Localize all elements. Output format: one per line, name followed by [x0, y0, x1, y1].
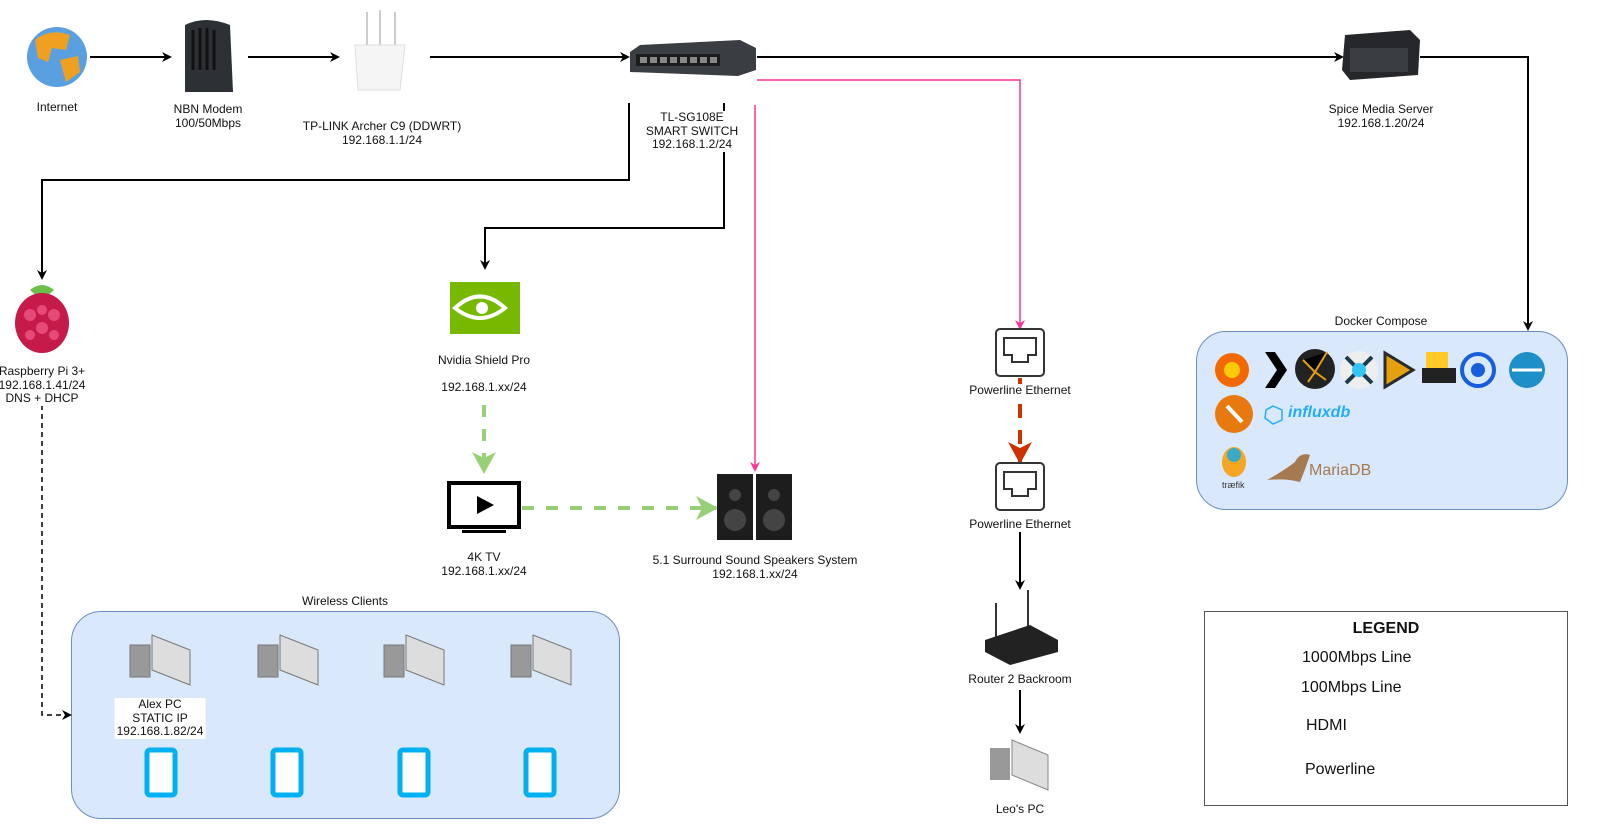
traefik-label: træfik [1222, 480, 1245, 490]
speakers-name: 5.1 Surround Sound Speakers System [652, 553, 858, 567]
router-label: TP-LINK Archer C9 (DDWRT)192.168.1.1/24 [302, 119, 462, 147]
legend-label: Powerline [1305, 761, 1376, 778]
tablet-icon [144, 747, 557, 798]
router2-label: Router 2 Backroom [968, 672, 1072, 687]
legend-title: LEGEND [1352, 620, 1420, 637]
raspberry-pi-icon [15, 285, 69, 353]
tv-name: 4K TV [467, 550, 501, 564]
legend-item-hdmi: HDMI [1306, 717, 1347, 735]
server-ip: 192.168.1.20/24 [1337, 115, 1425, 130]
server-icon [1342, 30, 1420, 80]
raspberry-role: DNS + DHCP [5, 391, 79, 405]
docker-compose-group [1196, 331, 1568, 510]
switch-icon [630, 40, 756, 76]
tautulli-icon [1383, 350, 1416, 390]
modem-icon [185, 20, 233, 92]
ombi-icon [1215, 395, 1253, 433]
alex-pc-ipmode: STATIC IP [132, 710, 188, 725]
nvidia-icon [450, 282, 520, 334]
raspberry-ip: 192.168.1.41/24 [0, 377, 86, 392]
plex-icon [1265, 352, 1287, 388]
docker-compose-title: Docker Compose [1334, 314, 1428, 328]
modem-name: NBN Modem [173, 102, 243, 116]
wireless-clients-title: Wireless Clients [301, 594, 389, 608]
legend-item-100mbps: 100Mbps Line [1301, 679, 1402, 697]
link-switch-raspberry [37, 103, 630, 280]
alex-pc-name: Alex PC [138, 697, 182, 711]
legend-item-powerline: Powerline [1305, 761, 1375, 779]
legend-item-gigabit: 1000Mbps Line [1302, 649, 1411, 667]
speakers-ip: 192.168.1.xx/24 [712, 566, 798, 581]
influxdb-icon [1264, 405, 1283, 425]
legend-label: 100Mbps Line [1301, 679, 1402, 696]
link-switch-shield [480, 103, 725, 270]
leo-pc-label: Leo's PC [995, 802, 1045, 817]
influxdb-label: influxdb [1288, 404, 1351, 421]
shield-name: Nvidia Shield Pro [437, 353, 531, 368]
ethernet-port-icon [995, 328, 1045, 377]
shield-ip: 192.168.1.xx/24 [441, 380, 527, 395]
legend: LEGEND 1000Mbps Line 100Mbps Line HDMI P… [1204, 611, 1568, 806]
powerline1-label: Powerline Ethernet [969, 383, 1071, 398]
legend-label: HDMI [1306, 717, 1347, 734]
tv-ip: 192.168.1.xx/24 [441, 563, 527, 578]
speakers-icon [717, 474, 792, 540]
mariadb-label: MariaDB [1309, 462, 1372, 479]
wifi-router-icon [354, 10, 406, 91]
internet-label: Internet [36, 100, 78, 115]
sonarr-icon [1340, 351, 1378, 389]
tv-icon [447, 481, 521, 533]
ethernet-port-icon [995, 462, 1045, 511]
server-name: Spice Media Server [1328, 102, 1434, 116]
globe-icon [27, 27, 87, 87]
modem-speed: 100/50Mbps [174, 115, 242, 130]
desktop-pc-icon [990, 739, 1049, 791]
nzbhydra-icon [1295, 349, 1335, 389]
traefik-icon [1222, 447, 1246, 477]
desktop-pc-icon [129, 634, 572, 686]
organizr-icon [1509, 352, 1545, 388]
router-name: TP-LINK Archer C9 (DDWRT) [302, 119, 462, 133]
switch-type: SMART SWITCH [645, 123, 739, 138]
switch-model: TL-SG108E [660, 110, 724, 124]
bitwarden-icon [1460, 352, 1496, 388]
powerline2-label: Powerline Ethernet [969, 517, 1071, 532]
raspberry-name: Raspberry Pi 3+ [0, 364, 86, 378]
alex-pc-ip: 192.168.1.82/24 [116, 724, 204, 738]
grafana-icon [1215, 353, 1249, 387]
router-icon [985, 590, 1058, 665]
legend-label: 1000Mbps Line [1302, 649, 1412, 666]
mariadb-seal-icon [1267, 454, 1310, 482]
link-server-docker [1420, 56, 1533, 331]
switch-ip: 192.168.1.2/24 [651, 137, 733, 151]
sabnzbd-icon [1422, 352, 1456, 383]
link-raspberry-wireless [41, 405, 72, 720]
link-switch-powerline [757, 79, 1025, 330]
router-ip: 192.168.1.1/24 [341, 132, 423, 147]
